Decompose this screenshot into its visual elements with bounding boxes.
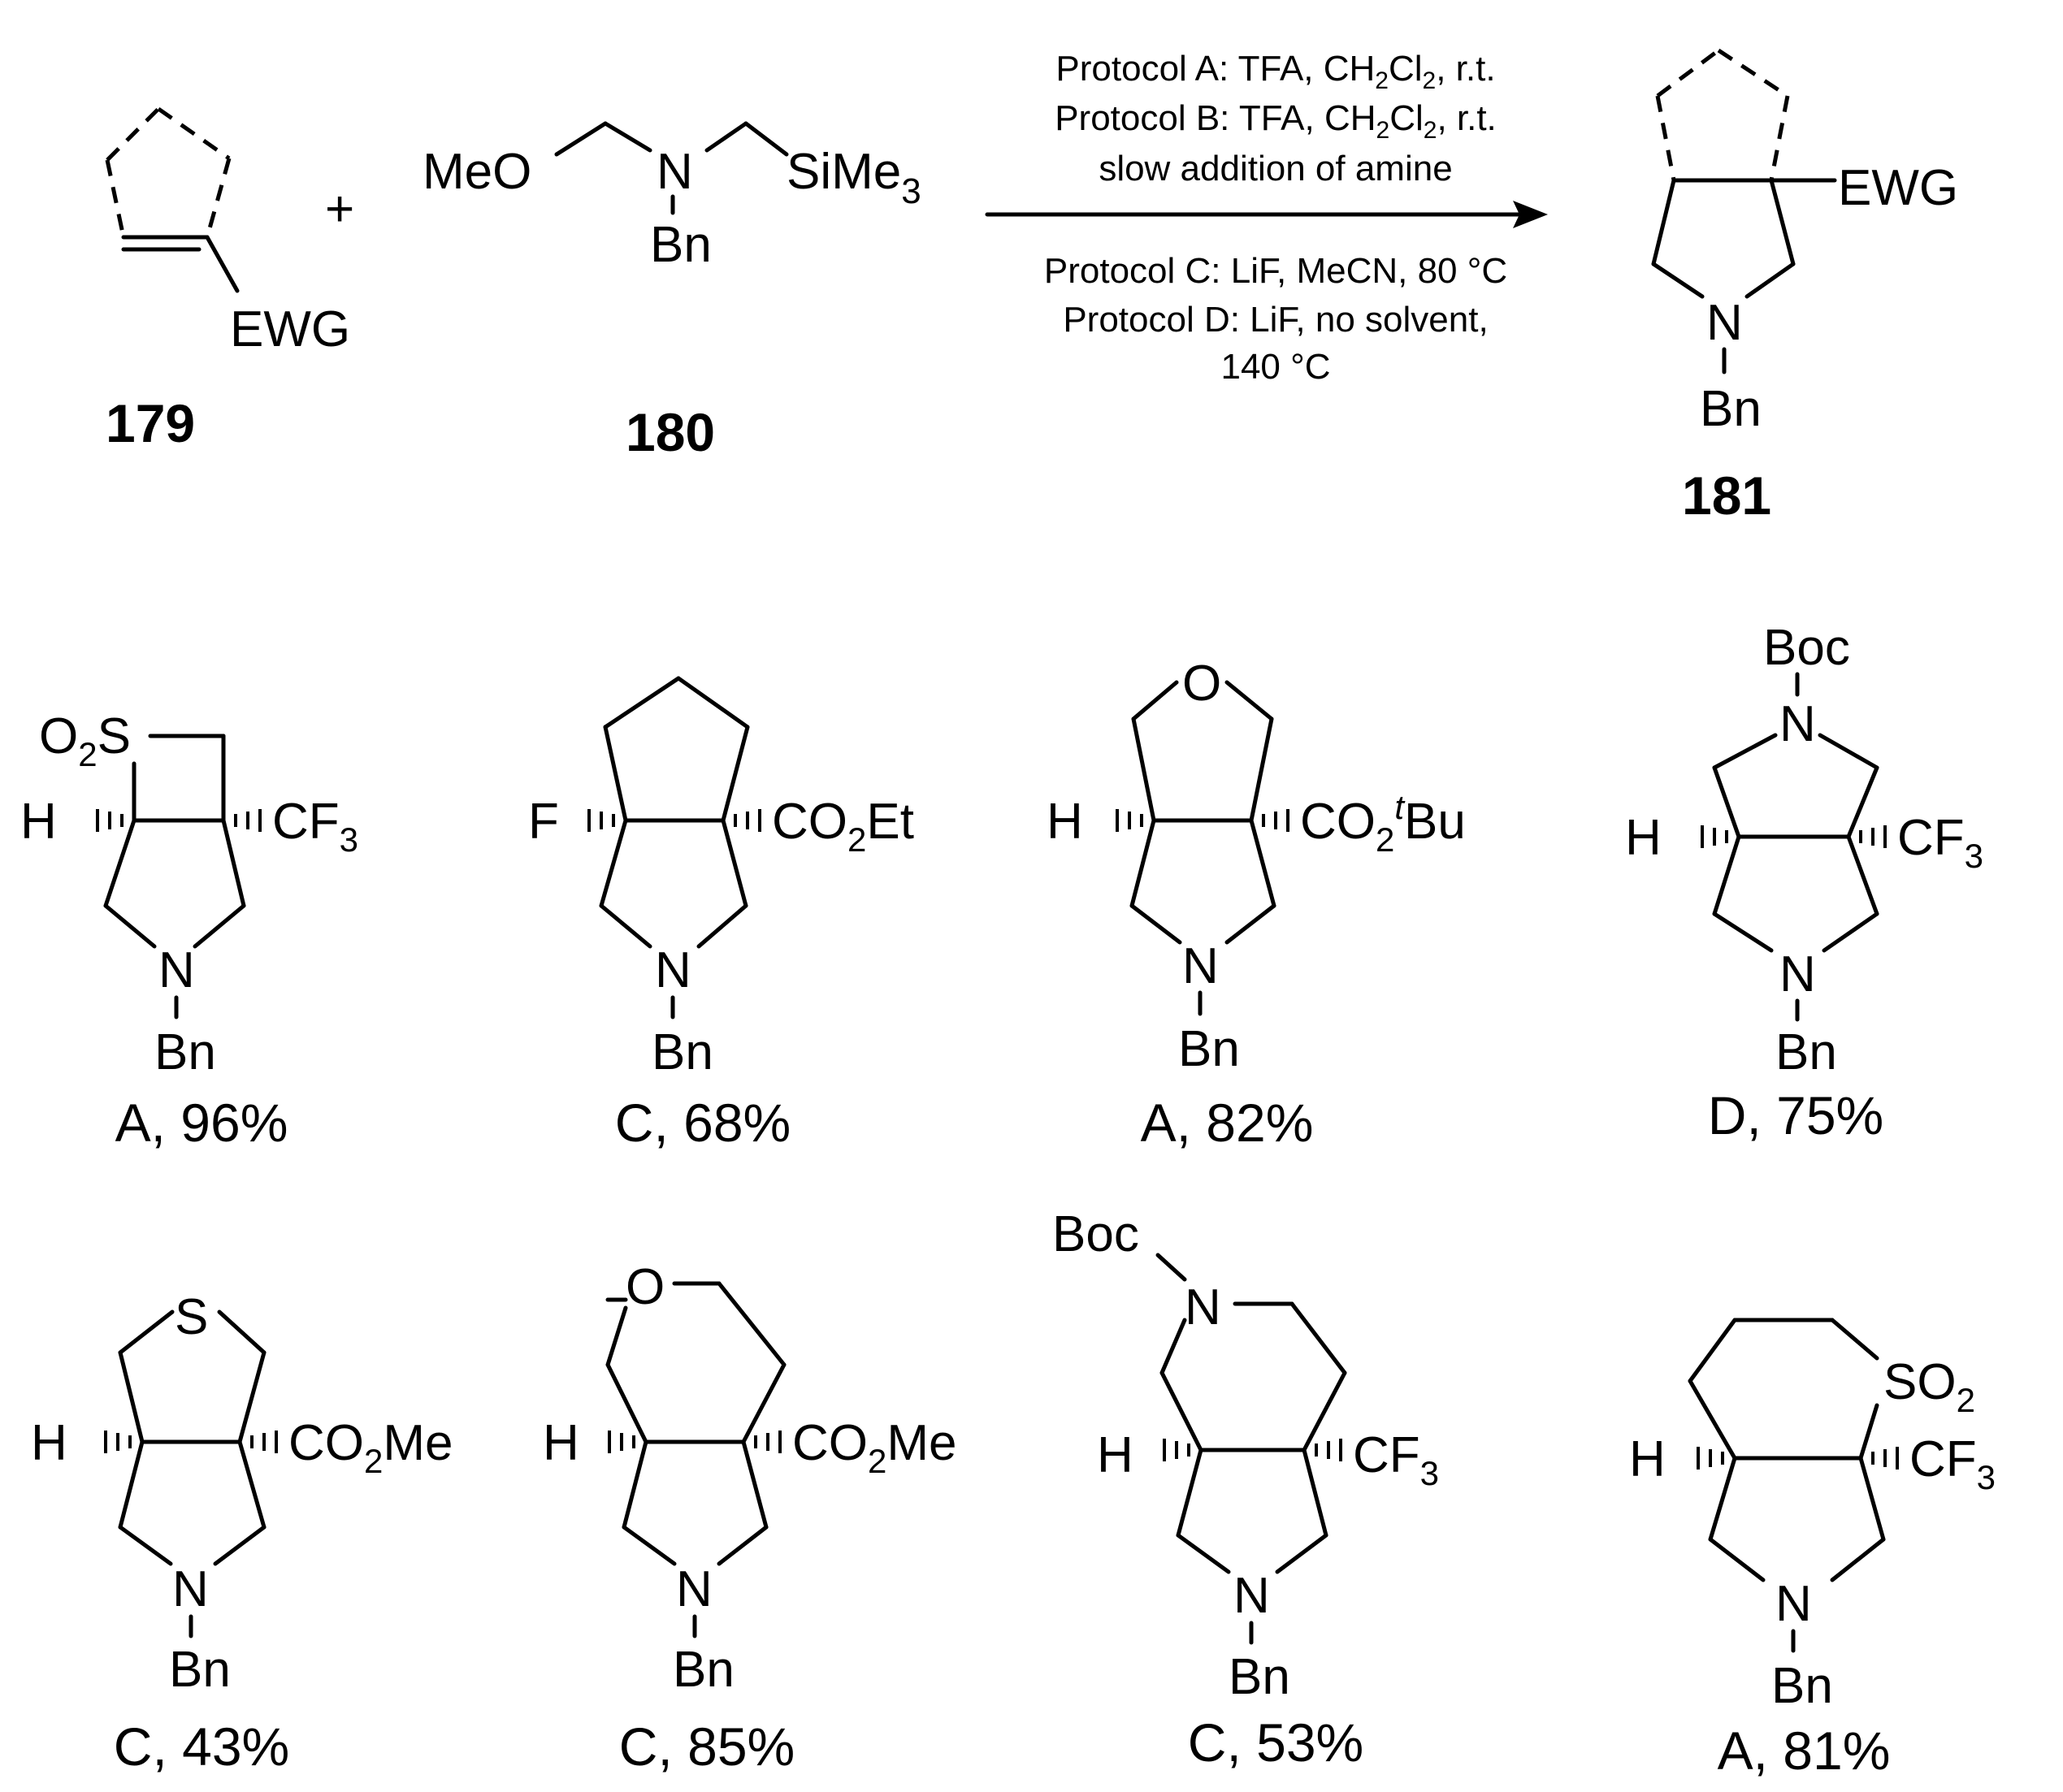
example-7: Boc N H CF3 N Bn C, 53% xyxy=(1052,1206,1439,1773)
ex4-yield: D, 75% xyxy=(1708,1085,1883,1145)
ex1-n-label: N xyxy=(158,942,195,998)
ex3-h-label: H xyxy=(1047,794,1083,850)
amine-n-label: N xyxy=(657,144,693,200)
ex1-yield: A, 96% xyxy=(115,1093,288,1153)
ex5-n-label: N xyxy=(172,1561,209,1617)
example-6: O H CO2Me N Bn C, 85% xyxy=(543,1259,957,1777)
ex1-h-label: H xyxy=(20,794,57,850)
ex3-o-label: O xyxy=(1182,656,1221,712)
reactant-180: MeO N SiMe3 Bn 180 xyxy=(423,121,921,462)
ex4-h-label: H xyxy=(1625,810,1662,866)
ex3-yield: A, 82% xyxy=(1141,1093,1314,1153)
ex8-bn-label: Bn xyxy=(1771,1658,1833,1714)
ex7-bn-label: Bn xyxy=(1229,1649,1290,1705)
ex1-cf3-label: CF3 xyxy=(272,794,358,859)
ex7-h-label: H xyxy=(1097,1427,1133,1483)
ex2-n-label: N xyxy=(655,942,691,998)
plus-sign: + xyxy=(325,181,354,237)
arrow-head xyxy=(1513,201,1548,228)
product-181: EWG N Bn 181 xyxy=(1651,48,1958,526)
protocol-a: Protocol A: TFA, CH2Cl2, r.t. xyxy=(1055,49,1495,94)
ex5-yield: C, 43% xyxy=(114,1716,289,1777)
meo-label: MeO xyxy=(423,144,531,200)
ex3-co2tbu-label: CO2tBu xyxy=(1300,788,1466,859)
ex1-o2s-label: O2S xyxy=(39,708,131,773)
ex4-bn-label: Bn xyxy=(1775,1024,1837,1080)
ex7-n-label: N xyxy=(1233,1568,1270,1624)
ex4-n-top-label: N xyxy=(1779,696,1816,752)
ex4-cf3-label: CF3 xyxy=(1897,810,1983,875)
ex6-co2me-label: CO2Me xyxy=(792,1415,957,1480)
example-4: Boc N H CF3 N Bn D, 75% xyxy=(1625,620,1983,1145)
ex7-cf3-label: CF3 xyxy=(1353,1427,1439,1492)
reactant-179: EWG 179 xyxy=(105,106,350,453)
ex8-yield: A, 81% xyxy=(1718,1721,1891,1781)
ex6-yield: C, 85% xyxy=(619,1716,795,1777)
ewg-label: EWG xyxy=(230,301,350,357)
product-bn-label: Bn xyxy=(1700,381,1762,437)
ex7-boc-label: Boc xyxy=(1052,1206,1139,1262)
protocol-b-note: slow addition of amine xyxy=(1099,149,1452,188)
ex4-n-label: N xyxy=(1779,946,1816,1002)
compound-number-179: 179 xyxy=(106,393,195,453)
ex5-h-label: H xyxy=(31,1415,67,1471)
product-n-label: N xyxy=(1706,295,1743,351)
silyl-label: SiMe3 xyxy=(787,144,921,211)
ex8-h-label: H xyxy=(1629,1431,1666,1487)
ex3-bn-label: Bn xyxy=(1178,1021,1240,1077)
ex5-co2me-label: CO2Me xyxy=(288,1415,453,1480)
ex5-bn-label: Bn xyxy=(169,1642,231,1698)
example-5: S H CO2Me N Bn C, 43% xyxy=(31,1289,453,1777)
ex4-boc-label: Boc xyxy=(1763,620,1850,676)
ex2-yield: C, 68% xyxy=(615,1093,791,1153)
compound-number-180: 180 xyxy=(626,402,715,462)
ex8-n-label: N xyxy=(1775,1576,1812,1632)
protocol-d-note: 140 °C xyxy=(1220,347,1330,387)
ex2-bn-label: Bn xyxy=(652,1024,713,1080)
ex5-s-label: S xyxy=(175,1289,208,1345)
ex2-co2et-label: CO2Et xyxy=(772,794,914,859)
example-1: O2S H CF3 N Bn A, 96% xyxy=(20,708,358,1153)
protocol-d: Protocol D: LiF, no solvent, xyxy=(1063,300,1488,340)
example-8: SO2 H CF3 N Bn A, 81% xyxy=(1629,1318,1996,1781)
protocol-c: Protocol C: LiF, MeCN, 80 °C xyxy=(1044,251,1507,291)
ex6-n-label: N xyxy=(676,1561,713,1617)
protocol-b: Protocol B: TFA, CH2Cl2, r.t. xyxy=(1055,98,1497,144)
example-2: F CO2Et N Bn C, 68% xyxy=(528,676,914,1153)
reaction-conditions: Protocol A: TFA, CH2Cl2, r.t. Protocol B… xyxy=(985,49,1548,387)
ex8-cf3-label: CF3 xyxy=(1909,1431,1996,1496)
ex7-n-top-label: N xyxy=(1185,1279,1221,1335)
benzyl-label: Bn xyxy=(650,217,712,273)
ex2-f-label: F xyxy=(528,794,559,850)
ex8-so2-label: SO2 xyxy=(1883,1354,1975,1419)
ex6-o-label: O xyxy=(626,1259,665,1315)
ex6-h-label: H xyxy=(543,1415,579,1471)
ex7-yield: C, 53% xyxy=(1188,1712,1363,1773)
example-3: O H CO2tBu N Bn A, 82% xyxy=(1047,656,1466,1153)
compound-number-181: 181 xyxy=(1682,465,1771,526)
ex6-bn-label: Bn xyxy=(673,1642,735,1698)
ex3-n-label: N xyxy=(1182,938,1219,994)
ex1-bn-label: Bn xyxy=(154,1024,216,1080)
product-ewg-label: EWG xyxy=(1838,160,1958,216)
